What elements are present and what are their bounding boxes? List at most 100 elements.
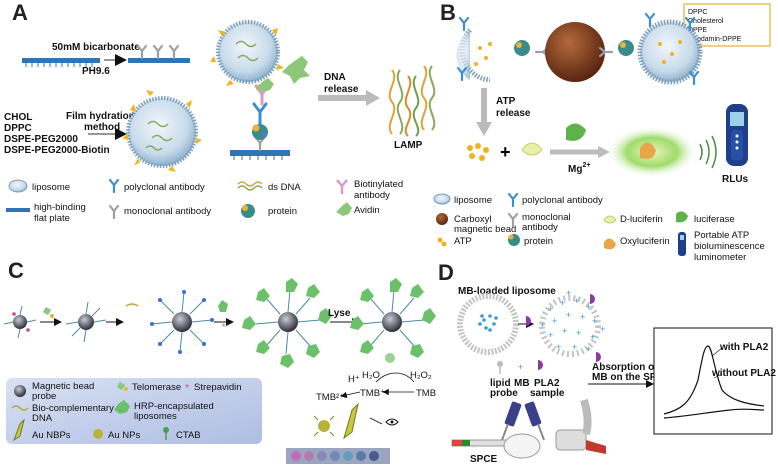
legend-c-biodna-2: DNA [32,413,53,424]
arrow-mg-head [598,146,610,158]
hplus-label: H⁺ [348,374,360,385]
legend-a-protein: protein [268,206,297,217]
ruptured-liposome-icon: ++++ ++++ ++++ ++++ ++ [539,288,605,357]
component-dppc: DPPC [688,9,707,16]
tmb2-label: TMB²⁺ [316,392,344,403]
legend-c-hrp-icon [114,400,130,414]
component-rhodamin: Rhodamin-DPPE [688,36,742,43]
svg-text:+: + [586,344,591,354]
signal-waves-icon [699,135,717,169]
svg-text:+: + [600,324,605,334]
plate-right [128,58,190,63]
svg-text:+: + [540,320,545,330]
panel-c-letter: C [8,258,24,283]
legend-a-plate-1: high-binding [34,202,86,213]
pla2-enzyme-2-icon [590,294,595,304]
b-ab-1-icon [458,16,470,32]
legend-c-hrp-1: HRP-encapsulated [134,401,214,412]
curve-without-pla2 [663,408,765,419]
ph-label: PH9.6 [82,66,110,77]
legend-b-protein-icon [508,234,520,246]
liposome-antibody-icon [210,20,284,90]
legend-b-portable-3: luminometer [694,252,746,263]
reagent-chol: CHOL [4,112,32,123]
pla2-line-1: PLA2 [534,378,560,389]
legend-c-magbead-1: Magnetic bead [32,381,94,392]
lyse-label: Lyse [328,308,351,319]
atp-release-line-2: release [496,108,531,119]
legend-b-protein: protein [524,236,553,247]
legend-c-aunps-icon [93,429,103,439]
svg-text:+: + [590,332,595,342]
atp-release-line-1: ATP [496,96,516,107]
rlus-label: RLUs [722,174,749,185]
legend-c-box [6,378,262,444]
eye-icon [385,418,399,426]
polyclonal-bound-icon [252,102,268,126]
pla2-line-2: sample [530,388,565,399]
reagent-dspe: DSPE-PEG2000 [4,134,78,145]
legend-c-magbead-2: probe [32,391,56,402]
legend-b-portable-1: Portable ATP [694,230,749,241]
panel-d: D MB-loaded liposome ++++ ++++ ++++ ++++… [438,260,776,465]
mag-probe-4-icon [242,278,332,368]
svg-text:+: + [592,316,597,326]
legend-b-oxyluciferin-icon [604,238,616,250]
legend-a-biotinylated-2: antibody [354,190,390,201]
legend-polyclonal-icon [108,178,120,194]
legend-c-aunps: Au NPs [108,430,140,441]
mb-liposome-icon [457,293,519,355]
legend-dsdna-icon-2 [237,185,263,191]
telomerase-small-icon [42,306,54,318]
electrode-clip-icon [555,398,606,454]
panel-a: A 50mM bicarbonate PH9.6 CHOL DPPC DSPE-… [4,0,436,224]
leader-with [711,347,723,357]
mag-probe-1-icon [3,305,37,339]
legend-c-biodna-1: Bio-complementary [32,403,114,414]
spce-electrode-icon [451,433,541,459]
legend-a-liposome: liposome [32,182,70,193]
legend-dsdna-icon [237,181,263,187]
legend-biotinylated-icon [336,179,348,194]
legend-b-polyclonal-icon [507,192,519,208]
glow-product-icon [640,142,656,159]
legend-a-avidin: Avidin [354,205,380,216]
legend-b-luciferase-icon [676,211,688,223]
legend-a-biotinylated-1: Biotinylated [354,179,403,190]
atp-cluster-icon [467,143,489,161]
panel-a-letter: A [12,0,28,25]
panel-b: B DPPC Cholesterol DPPE Rhodamin-DPPE [433,0,771,263]
legend-b-oxyluciferin: Oxyluciferin [620,236,670,247]
panel-b-letter: B [440,0,456,25]
b-protein-2-icon [618,40,634,56]
luminometer-icon [726,104,748,166]
svg-text:+: + [574,296,579,306]
plate-left [22,58,100,63]
svg-text:+: + [586,302,591,312]
arrow-tmb2 [340,391,361,399]
h2o-label: H₂O [362,370,380,381]
without-pla2-label: without PLA2 [711,368,776,379]
legend-c-bead-icon [14,385,26,397]
legend-a-monoclonal: monoclonal antibody [124,206,211,217]
strep-small-icon: * [222,322,226,332]
svg-text:+: + [580,312,585,322]
legend-b-monoclonal-2: antibody [522,222,558,233]
legend-liposome-icon [8,179,28,193]
with-pla2-label: with PLA2 [719,342,769,353]
legend-protein-icon [241,204,255,218]
luciferin-icon [521,142,543,156]
legend-b-liposome: liposome [454,195,492,206]
liposome-dna-icon [122,90,202,172]
reaction-arc [375,372,415,383]
mb-label: MB [514,378,530,389]
reagent-dppc: DPPC [4,123,32,134]
eye-arrow [369,417,383,425]
pipette-2-icon [524,401,545,441]
legend-c-aunbps-icon [12,418,25,442]
legend-b-atp-icon [437,237,447,247]
legend-b-dluciferin-icon [603,215,617,224]
curve-with-pla2 [663,345,765,415]
